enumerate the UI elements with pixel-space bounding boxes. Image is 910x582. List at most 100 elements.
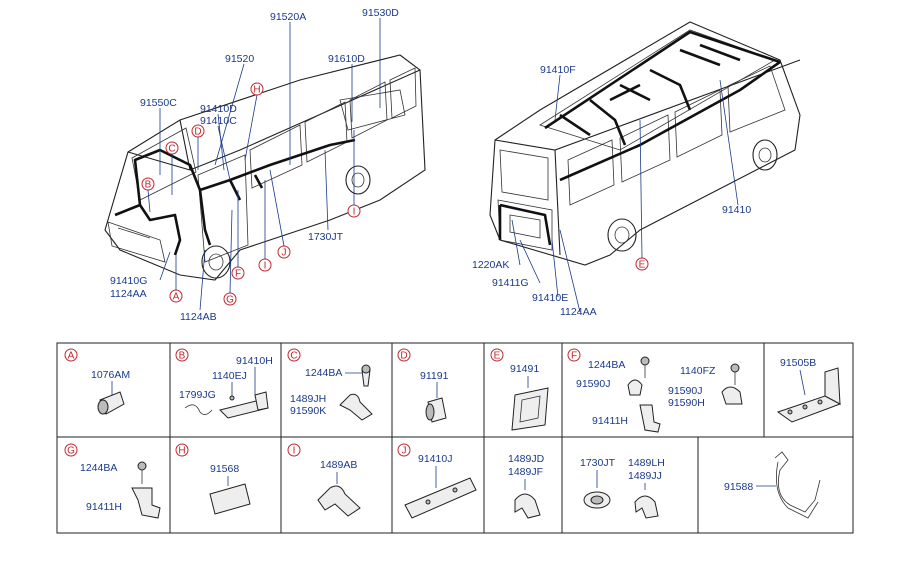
detail-grid: [56, 342, 854, 534]
rear-part-labels: 91410F 91410 1220AK 91411G 91410E 1124AA: [472, 64, 751, 318]
svg-text:1140FZ: 1140FZ: [680, 365, 716, 377]
callout-B: B: [141, 177, 155, 213]
svg-text:1244BA: 1244BA: [588, 359, 625, 371]
svg-text:1799JG: 1799JG: [179, 389, 216, 401]
grommet-part: [97, 391, 125, 415]
front-callouts: H C D B I J I F G A: [141, 82, 361, 306]
label-91550C: 91550C: [140, 97, 177, 109]
svg-text:A: A: [68, 351, 75, 362]
label-91520A: 91520A: [270, 11, 306, 23]
callout-H: H: [244, 82, 264, 161]
svg-text:91410H: 91410H: [236, 355, 273, 367]
detail-cell-F: F 1244BA 1140FZ 91590J 91590J 91590H 914…: [567, 348, 743, 433]
detail-cell-1489JD: 1489JD 1489JF: [508, 453, 545, 519]
callout-I-upper: I: [347, 130, 361, 218]
label-1124AB: 1124AB: [180, 311, 217, 323]
svg-text:91191: 91191: [420, 370, 449, 382]
svg-text:H: H: [178, 446, 185, 457]
detail-cell-D: D 91191: [397, 348, 449, 423]
detail-cell-1730JT: 1730JT 1489LH 1489JJ: [580, 457, 665, 519]
svg-text:I: I: [293, 446, 296, 457]
pad-part: [209, 483, 251, 515]
svg-text:A: A: [173, 292, 180, 303]
front-leader-lines: [159, 18, 381, 311]
svg-text:91411H: 91411H: [592, 415, 628, 427]
wire-bracket-part: [774, 451, 821, 519]
svg-text:1489AB: 1489AB: [320, 459, 357, 471]
rear-callouts: E: [635, 119, 649, 271]
svg-text:1489JH: 1489JH: [290, 393, 326, 405]
svg-text:E: E: [494, 351, 501, 362]
clip-part: [339, 364, 373, 421]
svg-text:1730JT: 1730JT: [580, 457, 616, 469]
svg-text:I: I: [353, 207, 356, 218]
detail-cell-B: B 91410H 1140EJ 1799JG: [175, 348, 273, 419]
svg-text:91590H: 91590H: [668, 397, 705, 409]
svg-text:H: H: [253, 85, 260, 96]
clamp-part: [317, 485, 361, 517]
callout-A: A: [169, 255, 183, 303]
label-91410E: 91410E: [532, 292, 568, 304]
svg-text:91590J: 91590J: [668, 385, 702, 397]
svg-text:1489JJ: 1489JJ: [628, 470, 662, 482]
svg-text:F: F: [571, 351, 577, 362]
svg-text:I: I: [264, 261, 267, 272]
detail-cell-91505B: 91505B: [776, 357, 842, 423]
cap-part: [425, 397, 447, 423]
channel-part: [404, 477, 477, 519]
svg-text:E: E: [639, 260, 646, 271]
front-part-labels: 91520A 91530D 91520 91610D 91550C 91410D…: [110, 7, 399, 323]
detail-cell-J: J 91410J: [397, 443, 477, 519]
mounting-plate-part: [776, 367, 842, 423]
svg-text:D: D: [194, 127, 201, 138]
svg-text:J: J: [282, 248, 287, 259]
rear-leader-lines: [511, 74, 739, 313]
callout-E: E: [635, 119, 649, 271]
detail-cell-H: H 91568: [175, 443, 251, 515]
label-1730JT: 1730JT: [308, 231, 344, 243]
svg-text:91590K: 91590K: [290, 405, 326, 417]
bracket-g-part: [131, 461, 161, 519]
label-91410G: 91410G: [110, 275, 147, 287]
callout-I-lower: I: [258, 180, 272, 272]
svg-text:91410J: 91410J: [418, 453, 452, 465]
svg-text:C: C: [290, 351, 297, 362]
detail-cell-E: E 91491: [490, 348, 549, 431]
clip-bracket-parts: [627, 356, 743, 433]
detail-cell-I: I 1489AB: [287, 443, 361, 517]
label-91410D: 91410D: [200, 103, 237, 115]
callout-D: D: [191, 124, 205, 170]
svg-text:91505B: 91505B: [780, 357, 816, 369]
svg-text:D: D: [400, 351, 407, 362]
rear-van-illustration: [489, 21, 801, 266]
label-91610D: 91610D: [328, 53, 365, 65]
svg-text:91491: 91491: [510, 363, 539, 375]
svg-text:F: F: [235, 269, 241, 280]
svg-text:G: G: [67, 446, 75, 457]
label-1124AA-rear: 1124AA: [560, 306, 597, 318]
label-91410: 91410: [722, 204, 751, 216]
label-91411G: 91411G: [492, 277, 529, 289]
detail-cell-A: A 1076AM: [64, 348, 130, 415]
svg-text:1489JF: 1489JF: [508, 466, 543, 478]
svg-text:1489JD: 1489JD: [508, 453, 545, 465]
label-91410F: 91410F: [540, 64, 576, 76]
clip-jd-part: [514, 493, 541, 519]
bracket-part: [219, 391, 269, 419]
label-91530D: 91530D: [362, 7, 399, 19]
svg-text:91590J: 91590J: [576, 378, 610, 390]
svg-text:C: C: [168, 144, 175, 155]
svg-text:1244BA: 1244BA: [80, 462, 117, 474]
callout-C: C: [165, 141, 179, 195]
svg-text:J: J: [402, 446, 407, 457]
grommet-plate-part: [511, 387, 549, 431]
ring-grommet-part: [583, 491, 611, 509]
label-91410C: 91410C: [200, 115, 237, 127]
svg-text:91588: 91588: [724, 481, 753, 493]
svg-text:B: B: [145, 180, 152, 191]
svg-text:91411H: 91411H: [86, 501, 122, 513]
detail-cell-G: G 1244BA 91411H: [64, 443, 161, 519]
svg-text:1140EJ: 1140EJ: [212, 370, 247, 382]
svg-text:B: B: [179, 351, 186, 362]
